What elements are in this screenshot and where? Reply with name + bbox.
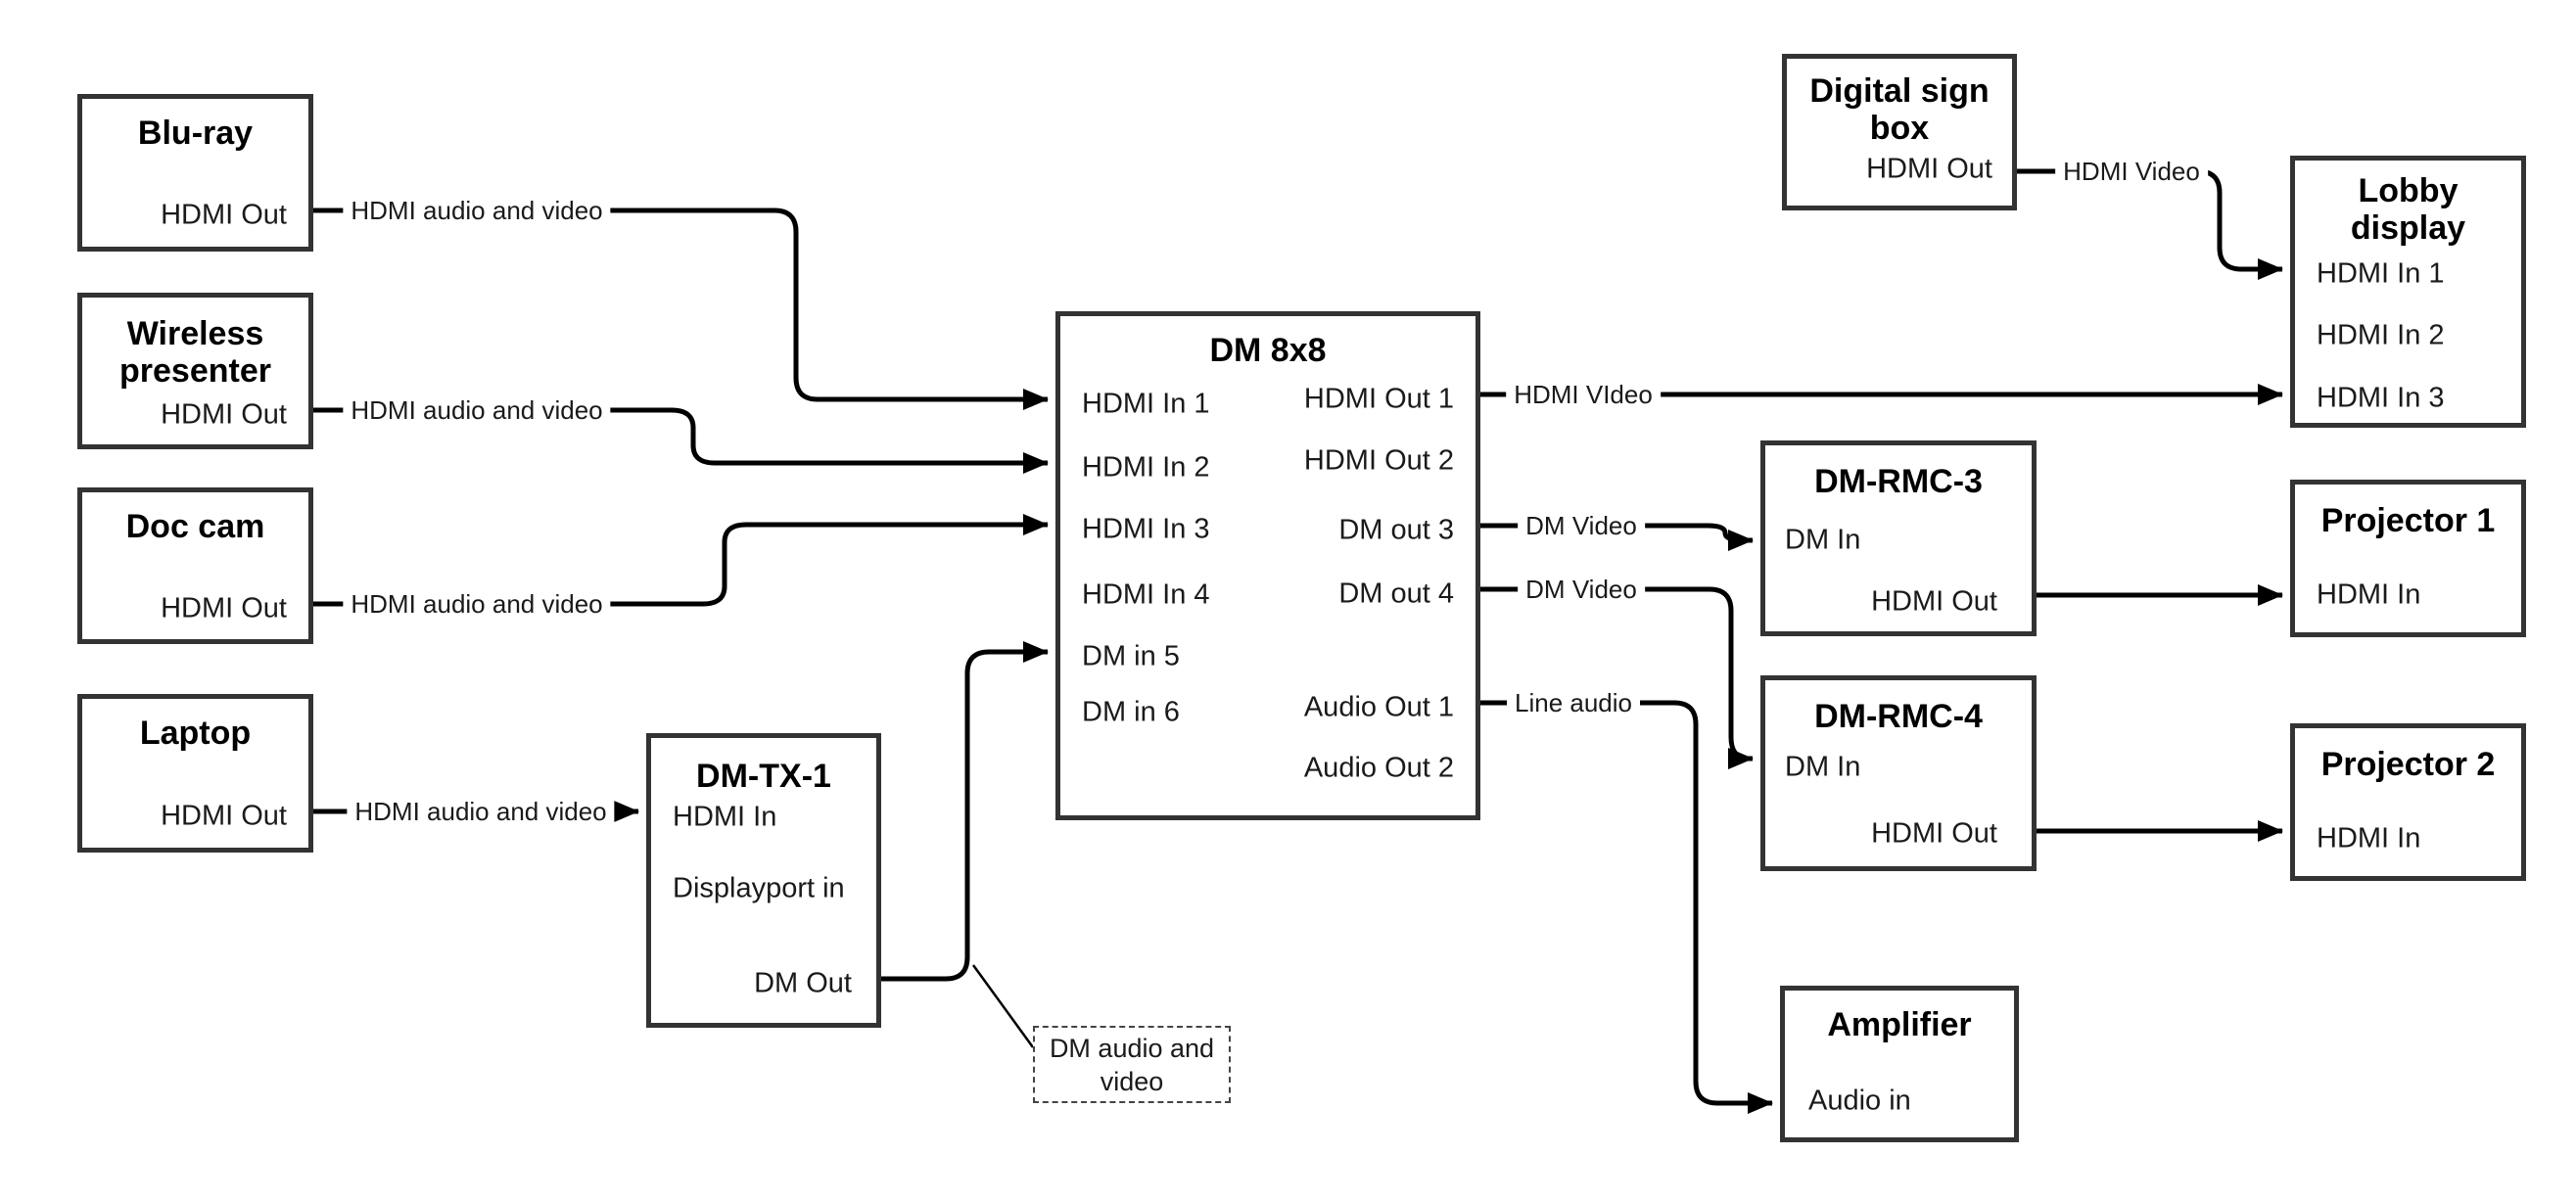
port-hdmi-out: HDMI Out	[161, 398, 287, 431]
port-dm-out: DM Out	[754, 967, 852, 999]
port-hdmi-in-1: HDMI In 1	[1082, 388, 1210, 420]
node-title: DM-RMC-4	[1814, 698, 1983, 735]
port-dm-in: DM In	[1785, 751, 1861, 783]
node-digital-sign-box: Digital sign box HDMI Out	[1782, 54, 2017, 210]
port-hdmi-out: HDMI Out	[1871, 585, 1997, 618]
callout-line1: DM audio and	[1049, 1034, 1215, 1063]
node-dm-tx-1: DM-TX-1 HDMI In Displayport in DM Out	[646, 733, 881, 1028]
node-title: Wireless presenter	[82, 298, 308, 390]
node-title: Projector 1	[2320, 502, 2496, 539]
callout-leader-line	[971, 964, 1035, 1048]
edge-label-laptop-hdmi-av: HDMI audio and video	[347, 795, 615, 828]
node-projector-2: Projector 2 HDMI In	[2290, 723, 2526, 881]
port-hdmi-out: HDMI Out	[161, 199, 287, 231]
edge-label-hdmi-video-sign: HDMI Video	[2055, 155, 2208, 188]
node-title: Laptop	[139, 715, 252, 752]
edge-dmtx1-to-dm8x8-in5	[881, 640, 1049, 982]
node-title: DM 8x8	[1209, 332, 1327, 369]
node-amplifier: Amplifier Audio in	[1780, 986, 2019, 1142]
node-title: Projector 2	[2320, 746, 2496, 783]
node-bluray: Blu-ray HDMI Out	[77, 94, 313, 252]
edge-label-bluray-hdmi-av: HDMI audio and video	[343, 194, 611, 227]
node-lobby-display: Lobby display HDMI In 1 HDMI In 2 HDMI I…	[2290, 156, 2526, 428]
node-title-line1: Wireless	[126, 315, 264, 352]
port-hdmi-in: HDMI In	[673, 801, 777, 833]
node-title: Amplifier	[1827, 1006, 1972, 1043]
node-title-line2: box	[1869, 110, 1930, 147]
port-hdmi-in-3: HDMI In 3	[2317, 382, 2445, 414]
port-hdmi-in: HDMI In	[2317, 822, 2421, 855]
edge-label-wireless-hdmi-av: HDMI audio and video	[343, 393, 611, 427]
port-hdmi-out-1: HDMI Out 1	[1303, 383, 1454, 415]
node-dm-rmc-4: DM-RMC-4 DM In HDMI Out	[1760, 675, 2037, 871]
node-dm-rmc-3: DM-RMC-3 DM In HDMI Out	[1760, 440, 2037, 636]
port-hdmi-out: HDMI Out	[1866, 153, 1992, 185]
port-audio-out-2: Audio Out 2	[1303, 752, 1454, 784]
port-dm-in: DM In	[1785, 524, 1861, 556]
edge-bluray-to-dm8x8-in1	[313, 208, 1049, 410]
port-hdmi-in-2: HDMI In 2	[1082, 451, 1210, 484]
edge-label-dm-video-out3: DM Video	[1518, 509, 1645, 542]
edge-doccam-to-dm8x8-in3	[313, 513, 1049, 607]
node-title: DM-RMC-3	[1814, 463, 1983, 500]
port-hdmi-in-1: HDMI In 1	[2317, 257, 2445, 290]
node-dm-8x8: DM 8x8 HDMI In 1 HDMI In 2 HDMI In 3 HDM…	[1055, 311, 1480, 820]
port-hdmi-in-2: HDMI In 2	[2317, 319, 2445, 351]
port-dm-in-5: DM in 5	[1082, 640, 1180, 672]
port-dm-out-3: DM out 3	[1338, 514, 1454, 546]
node-title-line1: Digital sign	[1809, 72, 1990, 110]
node-title: Doc cam	[125, 508, 265, 545]
node-title: Blu-ray	[137, 115, 254, 152]
port-hdmi-in: HDMI In	[2317, 578, 2421, 611]
node-projector-1: Projector 1 HDMI In	[2290, 480, 2526, 637]
node-title: Lobby display	[2295, 161, 2521, 247]
edge-label-line-audio: Line audio	[1507, 686, 1640, 719]
port-hdmi-in-3: HDMI In 3	[1082, 513, 1210, 545]
port-hdmi-out: HDMI Out	[1871, 817, 1997, 850]
node-wireless-presenter: Wireless presenter HDMI Out	[77, 293, 313, 449]
callout-note: DM audio and video	[1033, 1026, 1231, 1103]
port-hdmi-out: HDMI Out	[161, 800, 287, 832]
edge-dm8x8-audio1-to-amplifier	[1480, 700, 1773, 1114]
port-hdmi-out-2: HDMI Out 2	[1303, 444, 1454, 477]
node-title-line2: presenter	[119, 352, 271, 390]
node-laptop: Laptop HDMI Out	[77, 694, 313, 853]
edge-label-doccam-hdmi-av: HDMI audio and video	[343, 587, 611, 621]
node-title-line1: Lobby	[2358, 172, 2459, 209]
edge-label-hdmi-video-out1: HDMI VIdeo	[1506, 378, 1661, 411]
port-hdmi-in-4: HDMI In 4	[1082, 578, 1210, 611]
node-title-line2: display	[2350, 209, 2466, 247]
node-doc-cam: Doc cam HDMI Out	[77, 487, 313, 644]
edge-dm8x8-out3-to-dmrmc3	[1480, 523, 1754, 551]
port-displayport-in: Displayport in	[673, 872, 845, 904]
port-dm-in-6: DM in 6	[1082, 696, 1180, 728]
port-audio-in: Audio in	[1808, 1085, 1911, 1117]
edge-label-dm-video-out4: DM Video	[1518, 573, 1645, 606]
node-title: Digital sign box	[1787, 59, 2012, 147]
port-audio-out-1: Audio Out 1	[1303, 691, 1454, 723]
port-hdmi-out: HDMI Out	[161, 592, 287, 624]
port-dm-out-4: DM out 4	[1338, 577, 1454, 610]
node-title: DM-TX-1	[696, 758, 831, 795]
edge-wireless-to-dm8x8-in2	[313, 407, 1049, 474]
edge-dm8x8-out4-to-dmrmc4	[1480, 586, 1754, 769]
callout-line2: video	[1100, 1067, 1164, 1096]
